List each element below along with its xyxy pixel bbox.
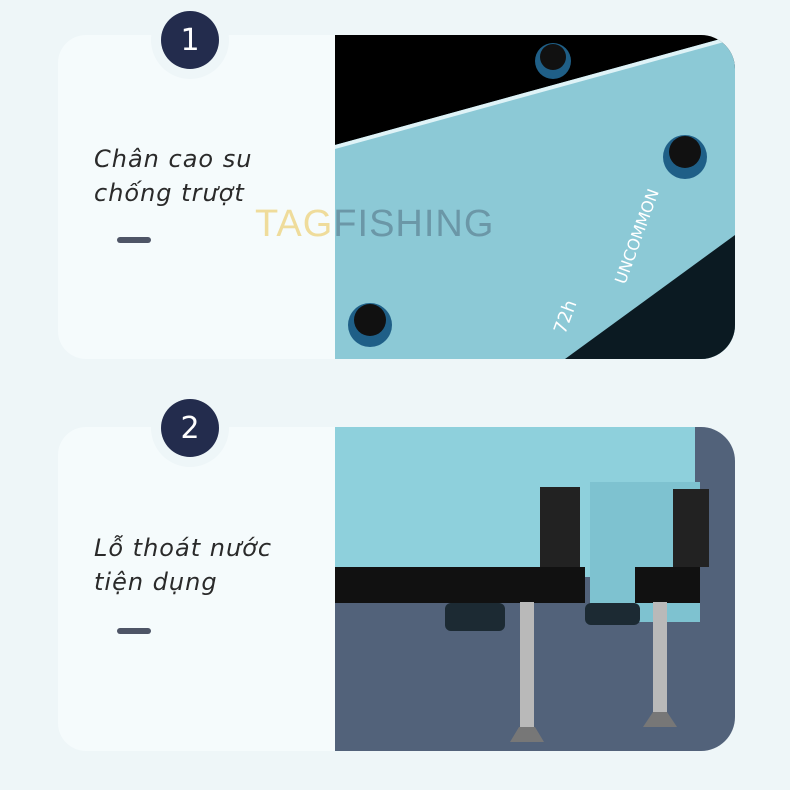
step-badge-2: 2 bbox=[161, 399, 219, 457]
title-line: Lỗ thoát nước bbox=[94, 534, 273, 562]
watermark-part1: TAG bbox=[255, 203, 334, 245]
title-line: Chân cao su bbox=[94, 145, 253, 173]
title-line: chống trượt bbox=[94, 179, 245, 207]
feature-title-2: Lỗ thoát nước tiện dụng bbox=[94, 531, 272, 599]
product-image-drain-hole bbox=[335, 427, 735, 751]
title-line: tiện dụng bbox=[94, 568, 218, 596]
product-image-anti-slip-feet: UNCOMMON 72h bbox=[335, 35, 735, 359]
watermark-logo: TAGFISHING bbox=[255, 203, 494, 246]
feature-card-2 bbox=[58, 427, 335, 751]
divider-dash bbox=[117, 628, 151, 634]
feature-title-1: Chân cao su chống trượt bbox=[94, 142, 252, 210]
watermark-part2: FISHING bbox=[333, 203, 495, 245]
step-badge-1: 1 bbox=[161, 11, 219, 69]
divider-dash bbox=[117, 237, 151, 243]
feature-card-1 bbox=[58, 35, 335, 359]
